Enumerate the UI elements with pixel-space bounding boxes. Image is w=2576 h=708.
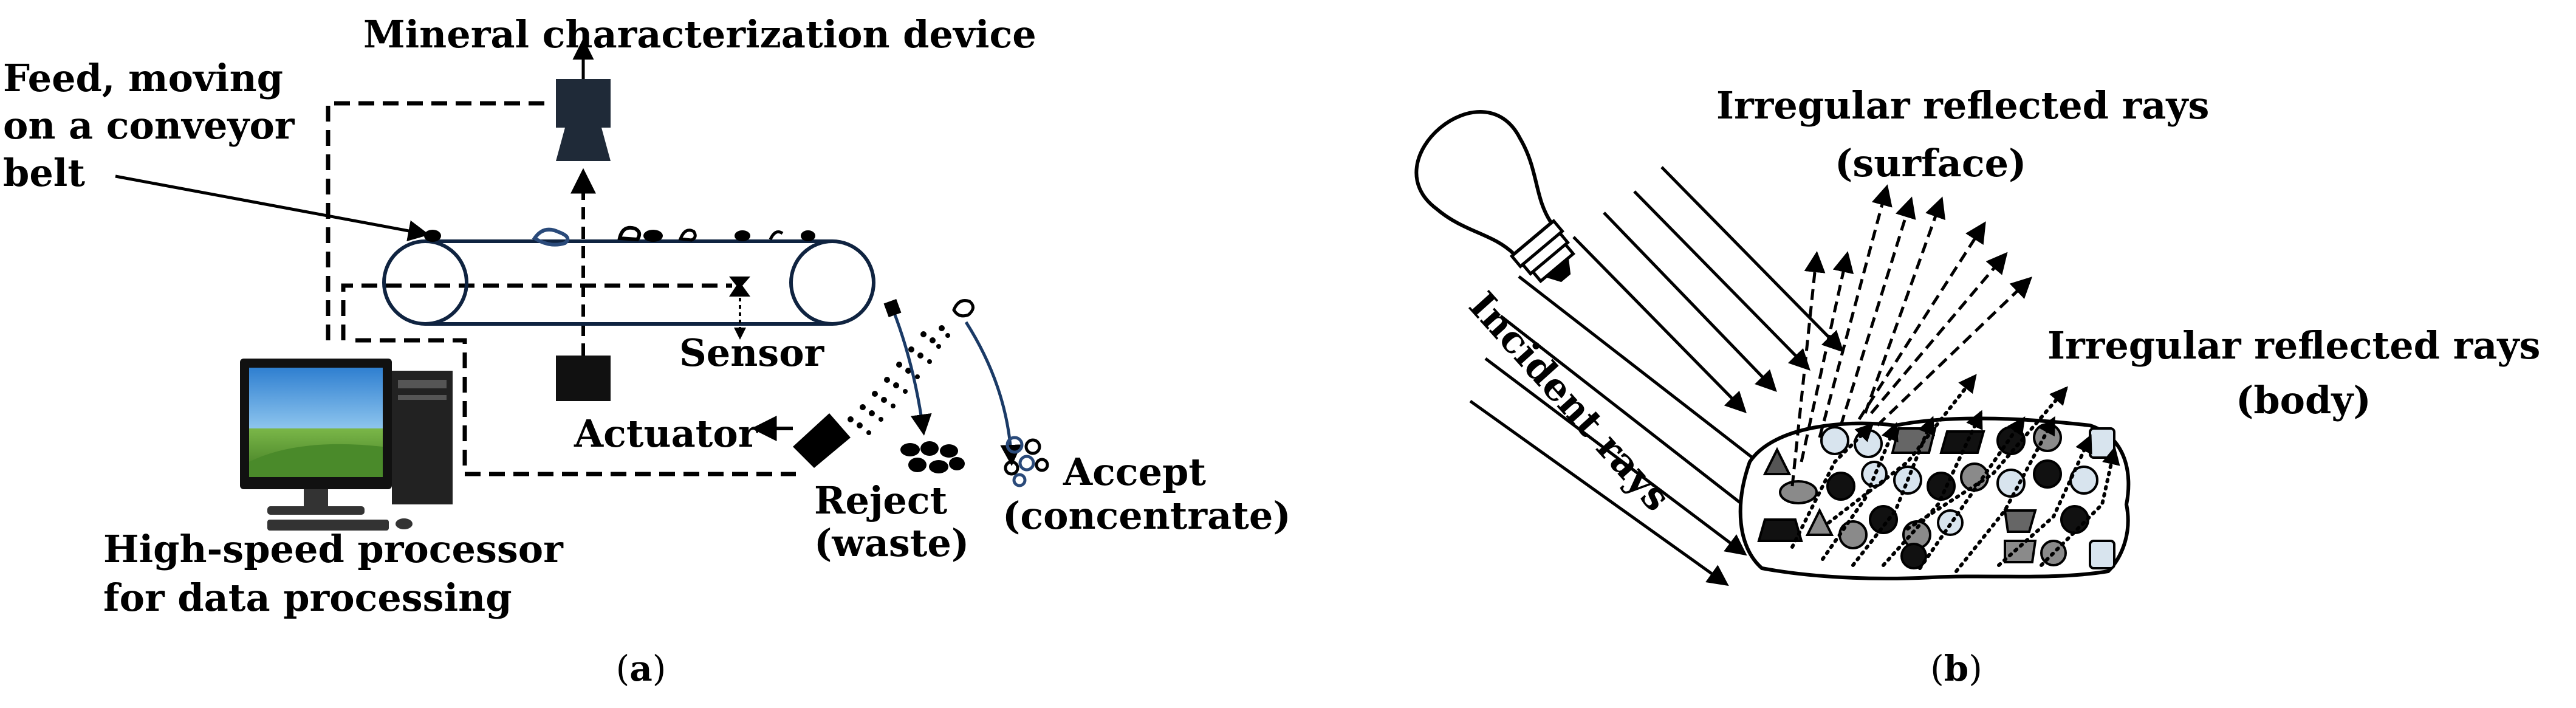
body-label-2: (body) xyxy=(2236,378,2371,422)
ejector-nozzle xyxy=(751,325,950,468)
caption-a: (a) xyxy=(616,648,666,689)
accept-pile xyxy=(1004,436,1049,487)
reject-label-2: (waste) xyxy=(814,521,969,565)
light-bulb-icon xyxy=(1414,110,1576,284)
processor-label-1: High-speed processor xyxy=(103,527,564,571)
accept-label-2: (concentrate) xyxy=(1002,493,1291,538)
reject-label-1: Reject xyxy=(814,478,948,523)
sensor-label: Sensor xyxy=(679,331,825,375)
incident-rays xyxy=(1469,166,1844,586)
processor-label-2: for data processing xyxy=(103,576,512,620)
accept-trajectory xyxy=(964,321,1022,466)
caption-b: (b) xyxy=(1930,648,1982,689)
wire-sensor xyxy=(341,283,732,340)
computer xyxy=(240,359,453,531)
wire-device xyxy=(326,101,550,340)
feed-pointer xyxy=(115,174,430,242)
reject-pile xyxy=(900,441,965,473)
accept-label-1: Accept xyxy=(1063,450,1206,494)
accept-falling-particle xyxy=(952,299,975,318)
reject-falling-particle xyxy=(883,298,902,318)
surface-label-1: Irregular reflected rays xyxy=(1716,83,2209,128)
mineral-device xyxy=(556,38,611,161)
panel-a: Mineral characterization device Sensor xyxy=(3,12,1291,689)
sensor xyxy=(729,277,750,340)
incident-label: Incident rays xyxy=(1461,283,1679,520)
body-reflected-rays xyxy=(1790,374,2120,573)
panel-b: Incident rays xyxy=(1414,83,2540,689)
control-wiring xyxy=(326,101,796,476)
surface-label-2: (surface) xyxy=(1835,141,2026,185)
actuator-label: Actuator xyxy=(574,411,759,456)
feed-label-3: belt xyxy=(3,151,85,195)
wire-actuator xyxy=(355,338,796,476)
feed-label-2: on a conveyor xyxy=(3,103,295,148)
mineral-device-label: Mineral characterization device xyxy=(363,12,1036,57)
actuator-box xyxy=(556,356,611,401)
body-label-1: Irregular reflected rays xyxy=(2047,323,2540,368)
reject-trajectory xyxy=(891,309,932,436)
feed-label-1: Feed, moving xyxy=(3,56,283,100)
surface-reflected-rays xyxy=(1790,184,2033,487)
conveyor-belt xyxy=(382,239,875,326)
